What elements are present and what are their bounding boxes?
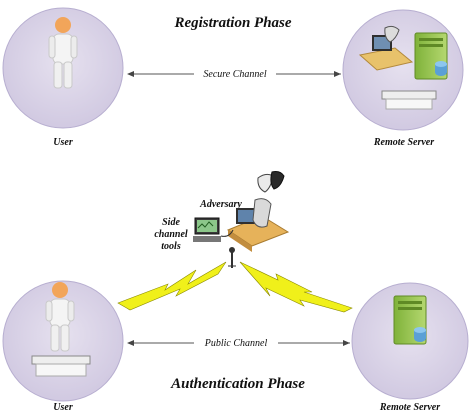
registration-user-label: User: [53, 137, 73, 148]
workstation-icon: [358, 25, 414, 71]
authentication-user-label: User: [53, 402, 73, 413]
fingerprint-scanner-icon: [381, 90, 437, 110]
server-icon: [414, 32, 448, 80]
authentication-server-label: Remote Server: [379, 402, 440, 413]
authentication-phase-title: Authentication Phase: [170, 376, 305, 392]
server-icon: [393, 295, 427, 345]
authentication-server-node: [351, 282, 469, 400]
user-icon: [48, 17, 78, 89]
registration-user-node: [2, 7, 124, 129]
antenna-icon: [228, 247, 236, 268]
registration-server-node: [342, 9, 464, 131]
adversary-mask-icon: [257, 171, 285, 193]
adversary-label: Adversary: [199, 199, 242, 210]
side-channel-tools-icon: [193, 217, 234, 242]
adversary-node: [193, 171, 290, 268]
adversary-desk-icon: [226, 198, 290, 252]
public-channel-label: Public Channel: [204, 338, 268, 349]
fingerprint-scanner-icon: [31, 355, 91, 377]
registration-phase-title: Registration Phase: [173, 15, 291, 31]
registration-server-label: Remote Server: [373, 137, 434, 148]
user-icon: [45, 282, 75, 352]
side-channel-tools-label: Side channel tools: [154, 217, 188, 252]
tools-label-line-2: channel: [154, 229, 188, 240]
authentication-user-node: [2, 280, 124, 402]
secure-channel-label: Secure Channel: [203, 69, 266, 80]
tools-label-line-3: tools: [161, 241, 181, 252]
lightning-right: [239, 261, 353, 313]
tools-label-line-1: Side: [162, 217, 180, 228]
lightning-left: [117, 261, 227, 311]
